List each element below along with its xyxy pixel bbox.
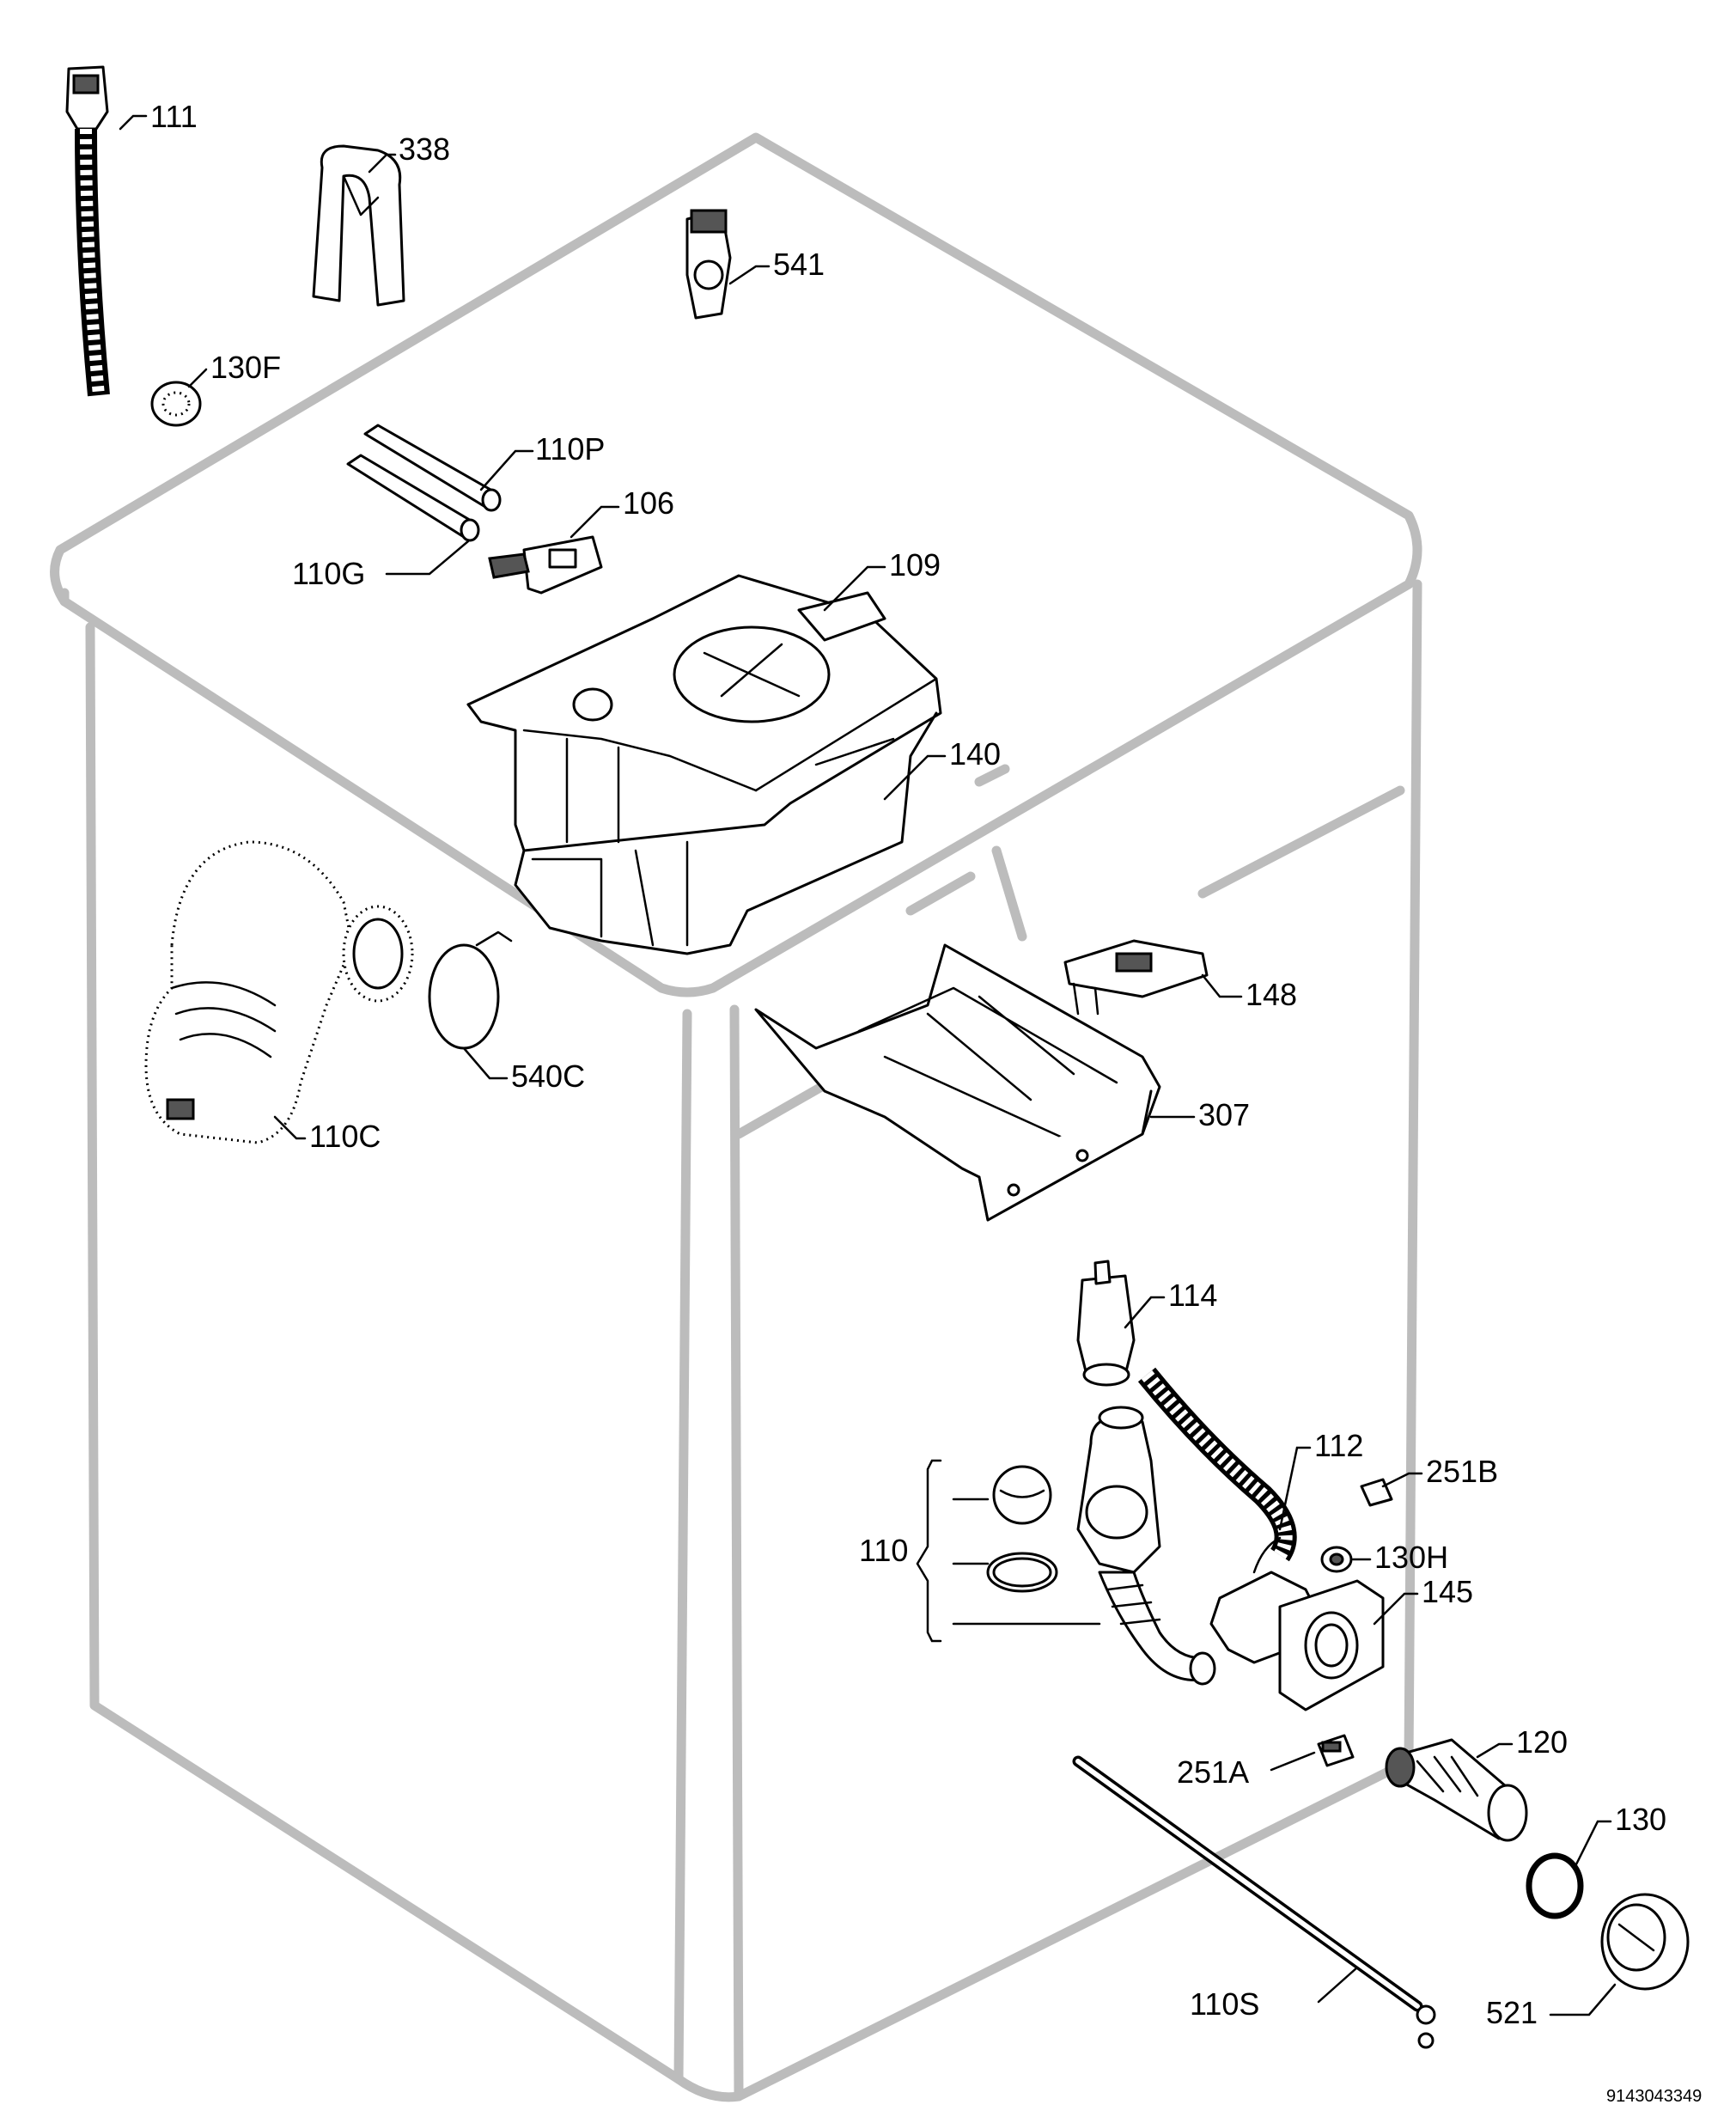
label-110C: 110C [309, 1119, 381, 1154]
label-251A: 251A [1177, 1754, 1249, 1790]
detergent-drawer-307 [754, 943, 1161, 1222]
label-251B: 251B [1426, 1454, 1498, 1489]
callout-labels: 111 338 541 130F 110P 106 110G 109 140 1… [150, 99, 1666, 2030]
air-chamber-114 [1076, 1260, 1136, 1387]
clip-251A [1317, 1734, 1355, 1767]
label-140: 140 [949, 736, 1001, 772]
document-number: 9143043349 [1606, 2087, 1702, 2106]
label-130F: 130F [210, 350, 281, 385]
label-338: 338 [399, 131, 450, 167]
valve-106 [488, 535, 603, 595]
label-145: 145 [1422, 1574, 1473, 1609]
clamp-ring-540C [428, 930, 513, 1050]
sump-group-110 [986, 1406, 1216, 1686]
clamp-541 [685, 209, 732, 320]
label-110S: 110S [1190, 1986, 1259, 2022]
inlet-hose-111 [65, 65, 110, 397]
label-521: 521 [1486, 1995, 1538, 2030]
tubes-110P-110G [346, 424, 502, 542]
dispenser-housing-109-140 [466, 574, 942, 955]
label-110G: 110G [292, 556, 365, 591]
label-541: 541 [773, 247, 825, 282]
nut-130H [1320, 1546, 1353, 1573]
hose-112 [1137, 1367, 1297, 1562]
pump-housing-145 [1209, 1536, 1385, 1711]
label-148: 148 [1246, 977, 1297, 1012]
label-307: 307 [1198, 1097, 1250, 1132]
label-110: 110 [859, 1533, 908, 1568]
cap-521 [1600, 1893, 1690, 1991]
cover-148 [1063, 939, 1209, 1016]
label-130: 130 [1615, 1802, 1666, 1837]
seal-ring-130 [1526, 1852, 1584, 1919]
label-111: 111 [150, 99, 198, 134]
label-106: 106 [623, 485, 674, 521]
hose-guide-338 [312, 144, 405, 307]
leader-lines [119, 114, 1617, 2016]
label-110P: 110P [535, 431, 605, 467]
label-114: 114 [1168, 1278, 1217, 1313]
rod-110S [1072, 1755, 1436, 2049]
label-130H: 130H [1374, 1540, 1448, 1575]
label-540C: 540C [511, 1058, 585, 1094]
label-120: 120 [1516, 1724, 1568, 1760]
label-112: 112 [1314, 1428, 1363, 1463]
label-109: 109 [889, 547, 941, 583]
bellows-110C [144, 840, 414, 1144]
cabinet-outline [50, 132, 1422, 2102]
filter-120 [1385, 1738, 1528, 1842]
nut-130F [150, 381, 202, 427]
